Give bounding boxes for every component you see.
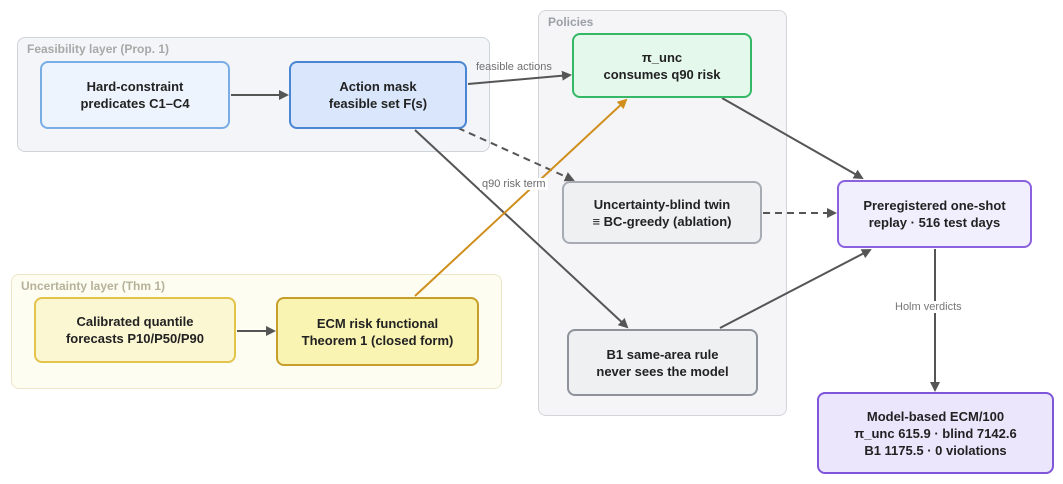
node-line: π_unc — [641, 49, 683, 65]
node-line: Calibrated quantile — [76, 314, 194, 329]
edge-label-feasible-actions: feasible actions — [476, 61, 552, 73]
edge-mask-to-b1 — [414, 129, 629, 329]
edge-ecm-to-punc — [414, 98, 628, 297]
edge-label-holm-verdicts: Holm verdicts — [893, 301, 964, 313]
node-line: replay · 516 test days — [868, 215, 1001, 230]
node-line: Preregistered one-shot — [863, 198, 1006, 213]
action-mask-node: Action mask feasible set F(s) — [289, 61, 467, 129]
node-line: forecasts P10/P50/P90 — [65, 331, 205, 346]
node-line: Theorem 1 (closed form) — [301, 332, 454, 348]
policies-label: Policies — [548, 15, 594, 29]
node-line: B1 same-area rule — [606, 346, 719, 362]
node-line: Model-based ECM/100 — [866, 408, 1005, 424]
node-line: consumes q90 risk — [603, 66, 721, 82]
node-line: predicates C1–C4 — [80, 96, 190, 111]
node-line: B1 1175.5 · 0 violations — [864, 442, 1007, 458]
node-line: ECM risk functional — [316, 315, 439, 331]
node-line: Action mask — [339, 79, 417, 94]
node-line: never sees the model — [596, 363, 729, 379]
uncertainty-layer-label: Uncertainty layer (Thm 1) — [21, 279, 166, 293]
node-line: ≡ BC-greedy (ablation) — [592, 213, 732, 229]
edge-label-q90-risk-term: q90 risk term — [480, 178, 548, 190]
feasibility-layer-label: Feasibility layer (Prop. 1) — [27, 42, 170, 56]
node-line: feasible set F(s) — [328, 96, 428, 111]
edge-punc-to-prereg — [721, 97, 864, 179]
preregistered-replay-node: Preregistered one-shot replay · 516 test … — [837, 180, 1032, 248]
node-line: π_unc 615.9 · blind 7142.6 — [854, 425, 1017, 441]
edge-mask-to-blind — [457, 127, 575, 182]
node-line: Hard-constraint — [86, 79, 184, 94]
edge-mask-to-punc — [467, 70, 572, 85]
uncertainty-blind-twin-node: Uncertainty-blind twin≡ BC-greedy (ablat… — [562, 181, 762, 244]
node-line: Uncertainty-blind twin — [593, 196, 731, 212]
calibrated-quantile-forecasts-node: Calibrated quantile forecasts P10/P50/P90 — [34, 297, 236, 363]
hard-constraint-node: Hard-constraint predicates C1–C4 — [40, 61, 230, 129]
edge-b1-to-prereg — [719, 249, 872, 329]
